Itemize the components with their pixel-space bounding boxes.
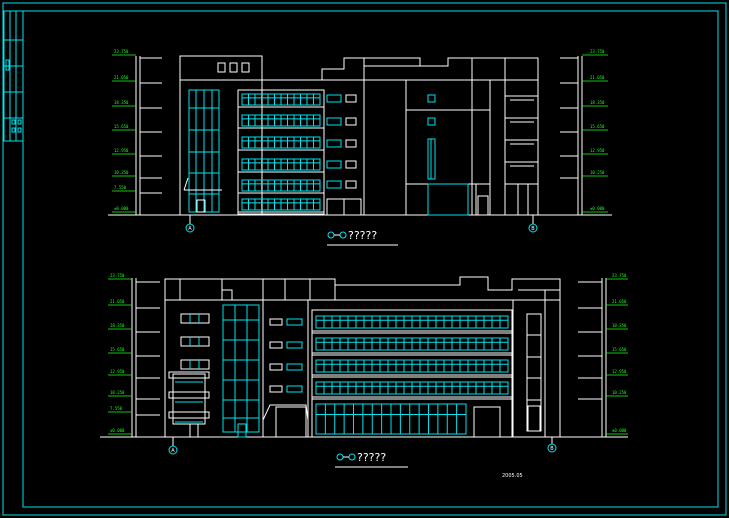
level-mark: 21.050 bbox=[612, 299, 627, 304]
level-mark: ±0.000 bbox=[612, 428, 627, 433]
level-mark: 21.050 bbox=[590, 75, 605, 80]
level-mark: 15.650 bbox=[110, 347, 125, 352]
level-mark: 18.350 bbox=[612, 323, 627, 328]
level-mark: ±0.000 bbox=[114, 206, 129, 211]
bottom-middle-windows bbox=[262, 318, 309, 438]
level-mark: ±0.000 bbox=[590, 206, 605, 211]
elevation-title: ????? bbox=[348, 229, 377, 242]
inner-border bbox=[22, 10, 719, 508]
bottom-curtain-wall bbox=[222, 304, 260, 438]
bottom-main-window-rows bbox=[312, 315, 512, 435]
level-mark: 23.750 bbox=[110, 273, 125, 278]
axis-label-right: B bbox=[550, 446, 554, 452]
level-mark: 12.950 bbox=[114, 148, 129, 153]
level-mark: 15.650 bbox=[590, 124, 605, 129]
bottom-axis-markers: A B bbox=[168, 437, 557, 455]
bottom-elevation-title: ????? bbox=[335, 451, 408, 468]
level-mark: 12.950 bbox=[110, 369, 125, 374]
level-mark: 10.250 bbox=[612, 390, 627, 395]
top-parapet-windows bbox=[217, 62, 250, 73]
elevation-title: ????? bbox=[357, 451, 386, 464]
top-side-windows bbox=[326, 94, 362, 216]
top-main-window-rows bbox=[238, 93, 324, 213]
level-mark: 10.250 bbox=[110, 390, 125, 395]
level-mark: 21.050 bbox=[110, 299, 125, 304]
top-elevation-title: ????? bbox=[327, 229, 398, 246]
level-mark: 7.550 bbox=[114, 185, 127, 190]
top-curtain-wall-left bbox=[188, 89, 220, 213]
bottom-elevation: 23.750 21.050 18.350 15.650 12.950 10.25… bbox=[100, 273, 628, 479]
top-left-level-ruler: 23.750 21.050 18.350 15.650 12.950 10.25… bbox=[112, 49, 162, 215]
top-right-level-ruler: 23.750 21.050 18.350 15.650 12.950 10.25… bbox=[560, 49, 608, 215]
level-mark: ±0.000 bbox=[110, 428, 125, 433]
level-mark: 10.250 bbox=[114, 170, 129, 175]
level-mark: 15.650 bbox=[114, 124, 129, 129]
level-mark: 12.950 bbox=[612, 369, 627, 374]
level-mark: 7.550 bbox=[110, 406, 123, 411]
axis-label-left: A bbox=[188, 226, 192, 232]
bottom-right-block-details bbox=[473, 313, 542, 438]
level-mark: 18.350 bbox=[114, 100, 129, 105]
level-mark: 18.350 bbox=[110, 323, 125, 328]
level-mark: 18.350 bbox=[590, 100, 605, 105]
title-block bbox=[3, 10, 24, 142]
top-axis-markers: A B bbox=[185, 215, 538, 233]
bottom-building-outline bbox=[164, 276, 561, 438]
top-elevation: 23.750 21.050 18.350 15.650 12.950 10.25… bbox=[108, 49, 612, 246]
axis-label-right: B bbox=[531, 226, 535, 232]
top-main-window-grid bbox=[237, 89, 325, 215]
footnote-text: 2005.05 bbox=[502, 473, 523, 479]
bottom-left-windows bbox=[168, 313, 210, 438]
level-mark: 23.750 bbox=[114, 49, 129, 54]
top-right-block-details bbox=[405, 94, 538, 216]
level-mark: 21.050 bbox=[114, 75, 129, 80]
level-mark: 23.750 bbox=[612, 273, 627, 278]
bottom-main-window-grid bbox=[311, 309, 513, 438]
bottom-right-level-ruler: 23.750 21.050 18.350 15.650 12.950 10.25… bbox=[578, 273, 628, 437]
level-mark: 10.250 bbox=[590, 170, 605, 175]
level-mark: 12.950 bbox=[590, 148, 605, 153]
top-entrance-canopy bbox=[183, 177, 222, 213]
level-mark: 15.650 bbox=[612, 347, 627, 352]
axis-label-left: A bbox=[171, 448, 175, 454]
level-mark: 23.750 bbox=[590, 49, 605, 54]
bottom-left-level-ruler: 23.750 21.050 18.350 15.650 12.950 10.25… bbox=[108, 273, 160, 437]
top-building-outline bbox=[179, 55, 539, 216]
